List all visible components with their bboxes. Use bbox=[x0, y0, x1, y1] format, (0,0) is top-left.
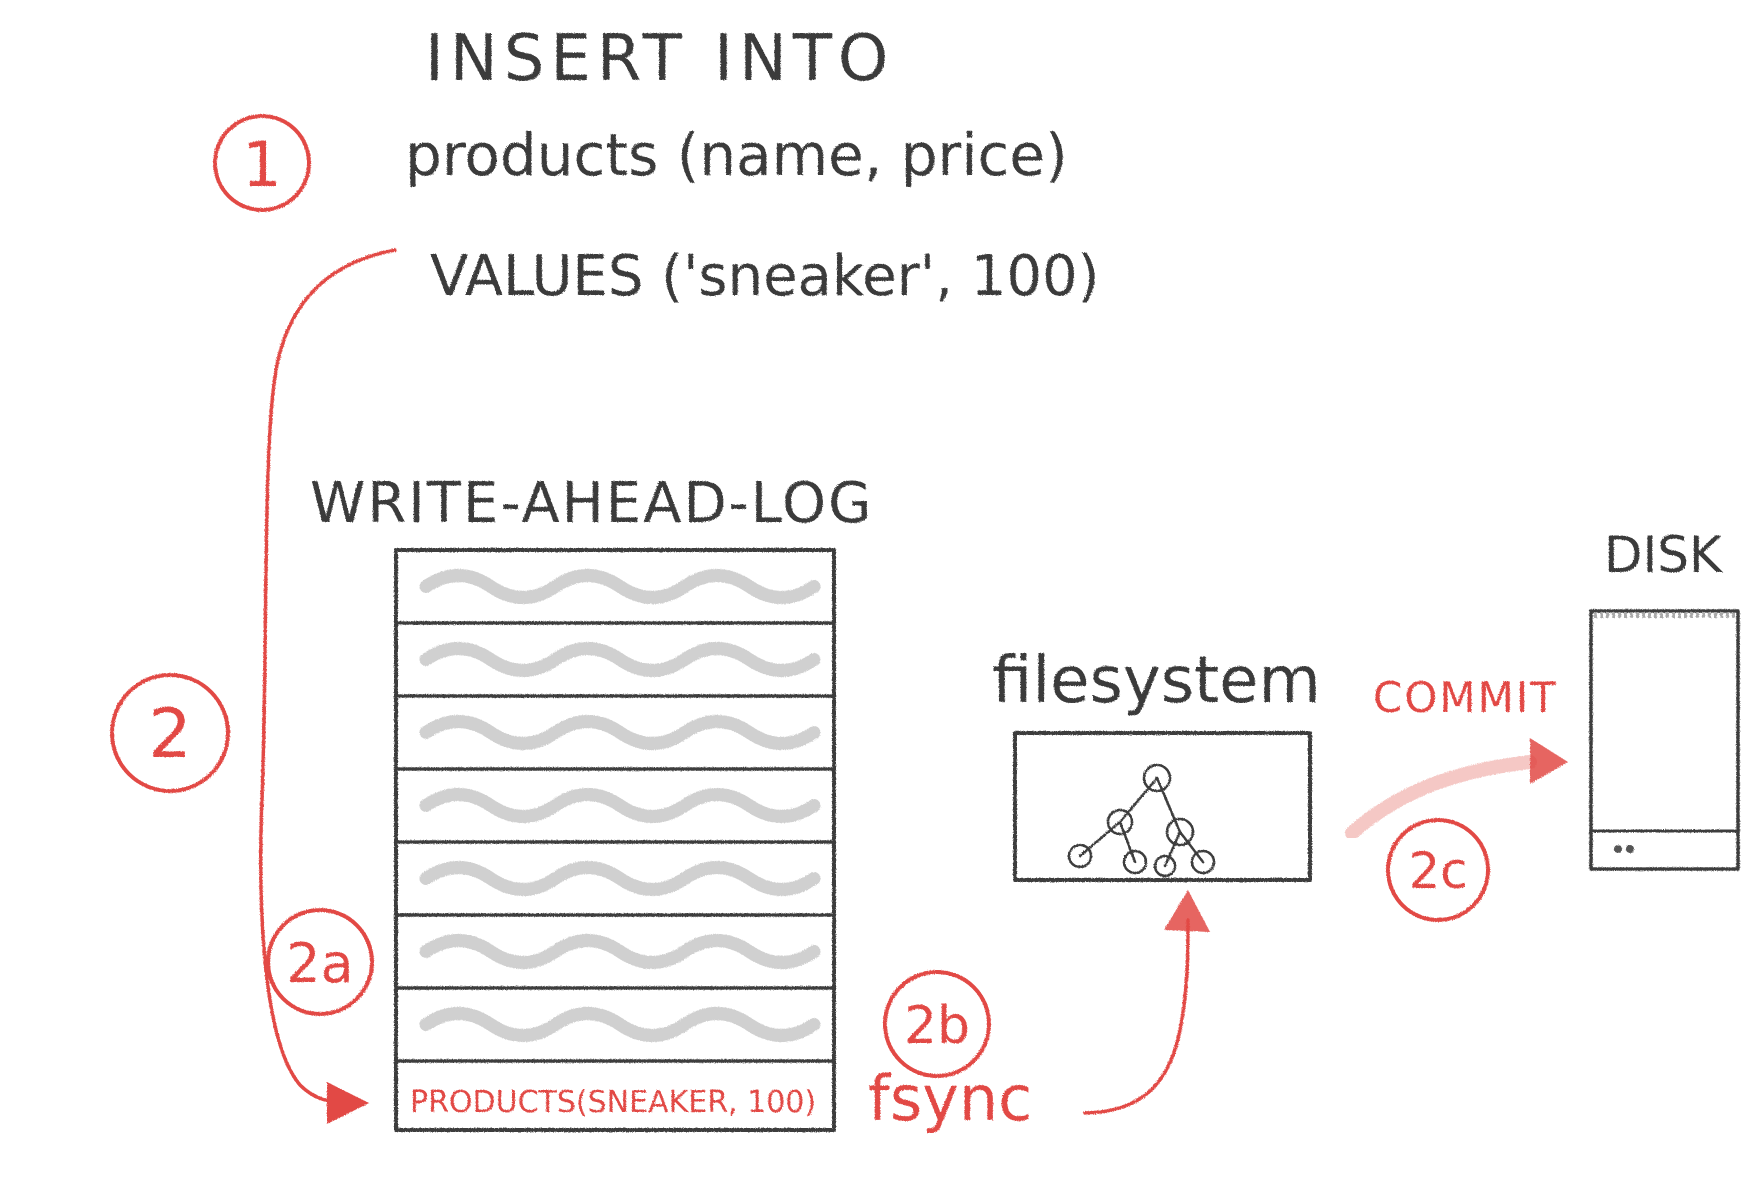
sql-statement: INSERT INTO products (name, price) VALUE… bbox=[405, 22, 1099, 309]
wal-entry-squiggle bbox=[419, 788, 821, 823]
wal-last-entry: PRODUCTS(SNEAKER, 100) bbox=[410, 1085, 816, 1120]
step-2b-marker: 2b bbox=[883, 970, 991, 1078]
commit-arrow bbox=[1345, 738, 1568, 840]
disk-label: DISK bbox=[1604, 526, 1723, 584]
step-1-marker: 1 bbox=[213, 114, 311, 212]
filesystem-box bbox=[1013, 731, 1312, 882]
wal-entries bbox=[419, 569, 821, 1042]
step-2a-label: 2a bbox=[286, 932, 353, 995]
wal-entry-squiggle bbox=[419, 934, 821, 969]
step-2a-marker: 2a bbox=[266, 908, 374, 1016]
wal-rows bbox=[394, 621, 836, 1063]
wal-entry-squiggle bbox=[419, 1007, 821, 1042]
step-2-marker: 2 bbox=[110, 673, 230, 793]
wal-entry-squiggle bbox=[419, 715, 821, 750]
step-2c-label: 2c bbox=[1408, 842, 1467, 900]
disk-icon bbox=[1589, 609, 1740, 871]
sql-line-table: products (name, price) bbox=[405, 121, 1068, 189]
wal-log: PRODUCTS(SNEAKER, 100) bbox=[394, 548, 836, 1132]
wal-entry-squiggle bbox=[419, 642, 821, 677]
filesystem-label: filesystem bbox=[992, 644, 1321, 718]
wal-entry-squiggle bbox=[419, 569, 821, 604]
commit-label: COMMIT bbox=[1373, 673, 1558, 722]
step-2c-marker: 2c bbox=[1386, 818, 1490, 922]
tree-icon bbox=[1067, 763, 1216, 878]
sql-line-insert: INSERT INTO bbox=[425, 22, 894, 96]
wal-title: WRITE-AHEAD-LOG bbox=[310, 471, 873, 536]
step-1-label: 1 bbox=[242, 128, 281, 201]
flow-arrow-to-wal bbox=[259, 248, 397, 1124]
step-2-label: 2 bbox=[148, 695, 191, 774]
step-2b-label: 2b bbox=[904, 996, 970, 1056]
fsync-arrow bbox=[1083, 890, 1210, 1115]
fsync-label: fsync bbox=[868, 1062, 1032, 1135]
sql-line-values: VALUES ('sneaker', 100) bbox=[430, 244, 1099, 309]
wal-entry-squiggle bbox=[419, 861, 821, 896]
